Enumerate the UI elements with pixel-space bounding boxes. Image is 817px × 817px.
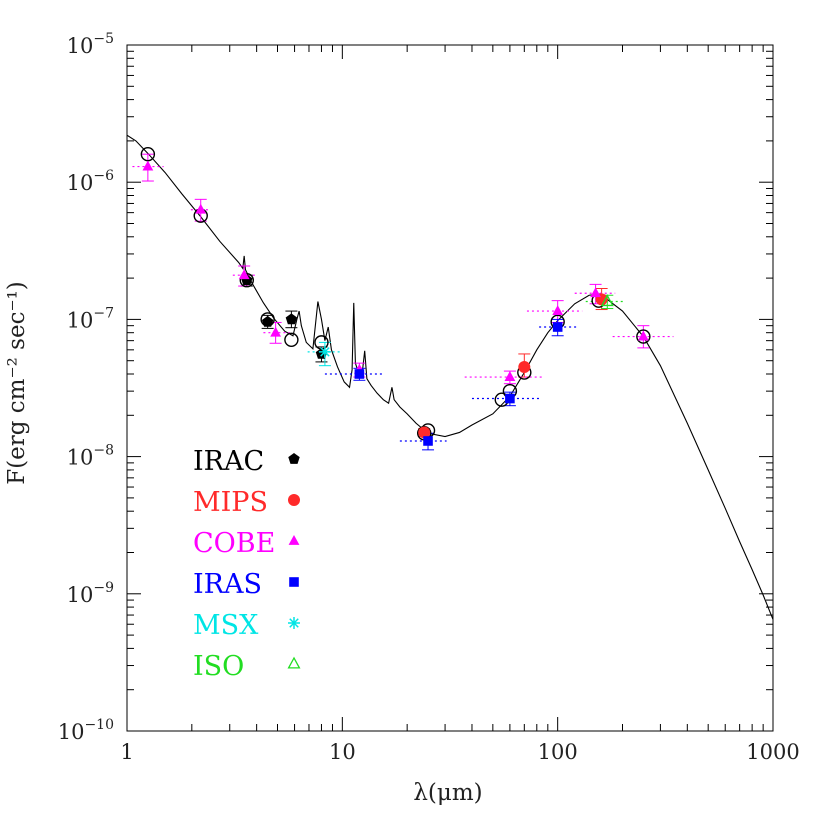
y-tick-label: 10−9: [67, 580, 114, 607]
legend: IRAC MIPS COBE IRAS MSX ISO: [193, 446, 301, 682]
plot-frame: [126, 44, 774, 732]
iras-marker: [505, 393, 515, 404]
model-point-layer: [140, 146, 651, 441]
irac-marker: [285, 313, 298, 325]
marker-layer: [142, 160, 649, 446]
legend-label-iras: IRAS: [193, 569, 262, 600]
y-tick-label: 10−5: [67, 31, 114, 58]
y-axis-title: F(erg cm⁻² sec⁻¹): [4, 281, 30, 485]
cobe-marker: [590, 287, 601, 298]
legend-marker-irac: [288, 453, 300, 464]
legend-label-irac: IRAC: [193, 446, 264, 477]
asterisk-stroke: [289, 618, 299, 628]
asterisk-stroke: [320, 347, 330, 357]
cobe-marker: [270, 326, 282, 337]
legend-marker-iras: [289, 577, 299, 587]
iras-marker: [423, 436, 433, 446]
x-tick-label: 100: [538, 740, 578, 764]
mips-marker: [418, 426, 431, 439]
model-point: [239, 273, 254, 288]
legend-label-msx: MSX: [193, 610, 259, 641]
cobe-marker: [142, 160, 154, 171]
mips-marker: [518, 360, 531, 373]
y-tick-label: 10−10: [58, 717, 114, 744]
cobe-marker: [552, 305, 564, 315]
x-tick-label: 1: [120, 740, 133, 764]
x-tick-label: 10: [329, 740, 356, 764]
axes: [126, 44, 774, 732]
legend-marker-iso: [287, 656, 301, 669]
iso-marker: [600, 294, 614, 307]
cobe-marker: [504, 371, 516, 381]
cobe-marker: [637, 330, 649, 341]
legend-marker-msx: [288, 617, 300, 629]
legend-label-iso: ISO: [193, 651, 244, 682]
legend-marker-mips: [288, 494, 300, 506]
cobe-marker: [195, 203, 207, 214]
y-tick-label: 10−6: [67, 168, 114, 195]
iras-marker: [552, 322, 563, 332]
legend-label-mips: MIPS: [193, 487, 268, 518]
tick-labels: 1 10 100 1000 10−10 10−9 10−8 10−7 10−6 10−5: [58, 31, 800, 764]
x-tick-label: 1000: [746, 740, 799, 764]
y-tick-label: 10−8: [67, 443, 114, 470]
iras-marker: [354, 369, 365, 379]
legend-marker-cobe: [288, 535, 300, 545]
y-tick-label: 10−7: [67, 305, 114, 332]
model-point: [636, 329, 651, 344]
irac-marker: [261, 315, 274, 327]
legend-label-cobe: COBE: [193, 528, 275, 559]
cobe-marker: [238, 269, 250, 280]
msx-marker: [318, 345, 331, 358]
model-point: [284, 332, 299, 348]
x-axis-title: λ(μm): [413, 780, 482, 806]
